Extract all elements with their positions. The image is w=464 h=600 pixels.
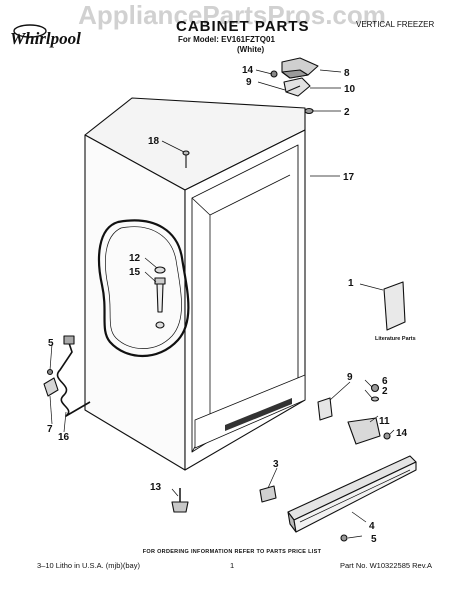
brand-wordmark: Whirlpool [10,29,81,48]
page-title: CABINET PARTS [176,18,310,35]
callout-5-bottom: 5 [371,534,377,545]
callout-3: 3 [273,459,279,470]
foam-insulation-outline [97,219,190,358]
litho-info: 3–10 Litho in U.S.A. (mjb)(bay) [37,561,140,570]
callout-10: 10 [344,84,356,95]
callout-4: 4 [369,521,375,532]
callout-7: 7 [47,424,53,435]
callout-13: 13 [150,482,162,493]
page-number: 1 [230,561,235,570]
callout-12: 12 [129,253,141,264]
model-number: For Model: EV161FZTQ01 [178,35,275,44]
callout-15: 15 [129,267,141,278]
literature-parts-label: Literature Parts [375,336,416,342]
literature-booklet [383,281,406,331]
callout-6: 6 [382,376,388,387]
lower-hinge-assembly [317,383,391,445]
callout-2-top: 2 [344,107,350,118]
cabinet-body [84,97,306,471]
screw-18 [182,150,190,168]
callout-18: 18 [148,136,160,147]
bracket-3 [259,485,277,503]
whirlpool-logo: Whirlpool [10,24,81,48]
screw-5-bottom [340,534,348,542]
model-color: (White) [237,45,265,54]
callout-11: 11 [379,416,390,427]
ordering-note: FOR ORDERING INFORMATION REFER TO PARTS … [142,549,322,555]
callout-1: 1 [348,278,354,289]
callout-2-right: 2 [382,386,388,397]
part-number: Part No. W10322585 Rev.A [340,561,432,570]
top-hinge-assembly [270,57,319,115]
power-cord-assembly [43,335,91,417]
callout-14-right: 14 [396,428,408,439]
product-type: VERTICAL FREEZER [356,20,435,29]
toe-grille [287,455,417,533]
leveling-leg [171,488,189,513]
callout-9-top: 9 [246,77,252,88]
callout-9-right: 9 [347,372,353,383]
callout-17: 17 [343,172,355,183]
callout-14-top: 14 [242,65,254,76]
callout-16: 16 [58,432,70,443]
callout-8: 8 [344,68,350,79]
callout-5-left: 5 [48,338,54,349]
watermark: AppliancePartsPros.com [78,0,386,30]
drain-plug-and-tube [154,266,166,329]
